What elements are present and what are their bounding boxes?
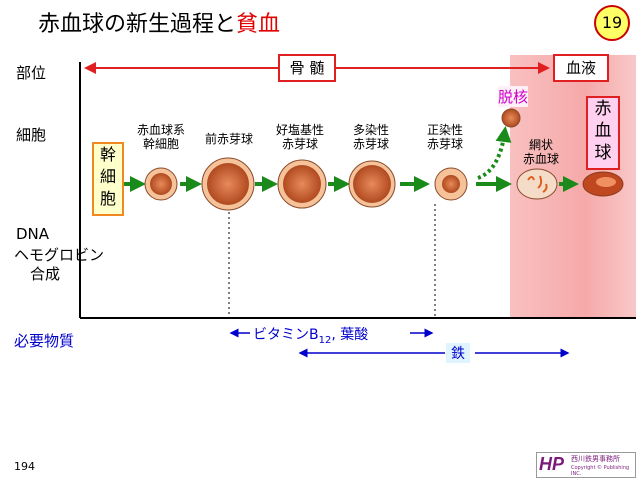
cell-label-5: 正染性赤芽球 (426, 123, 463, 151)
label-dna: DNA (16, 225, 50, 243)
iron-label: 鉄 (446, 343, 470, 363)
blood-label: 血液 (553, 54, 609, 82)
stem-cell-box: 幹細胞 (92, 142, 124, 216)
cell-label-2: 前赤芽球 (204, 132, 253, 146)
vitamin-b12-folate: ビタミンB12, 葉酸 (253, 327, 369, 346)
cell-label-1: 赤血球系幹細胞 (136, 123, 185, 151)
label-cell: 細胞 (16, 126, 47, 144)
cells (144, 108, 624, 211)
label-site: 部位 (16, 64, 47, 82)
cell-label-4: 多染性赤芽球 (352, 123, 389, 151)
label-synthesis: 合成 (30, 265, 61, 283)
page-number: 194 (14, 460, 35, 473)
label-hb: ヘモグロビン (14, 246, 105, 264)
cell-label-6: 網状赤血球 (522, 138, 559, 166)
enucleation-label: 脱核 (498, 86, 529, 107)
label-required: 必要物質 (14, 332, 75, 350)
title-main: 赤血球の新生過程と (38, 12, 237, 37)
title-highlight: 貧血 (236, 12, 281, 37)
rbc-box: 赤血球 (586, 96, 620, 170)
cell-label-3: 好塩基性赤芽球 (275, 123, 324, 151)
bone-marrow-label: 骨 髄 (278, 54, 336, 82)
page-title: 赤血球の新生過程と貧血 (38, 6, 280, 38)
slide-number-badge: 19 (594, 5, 630, 41)
publisher-logo: HP 西川鉄男事務所 Copyright © Publishing INC. (536, 452, 636, 478)
